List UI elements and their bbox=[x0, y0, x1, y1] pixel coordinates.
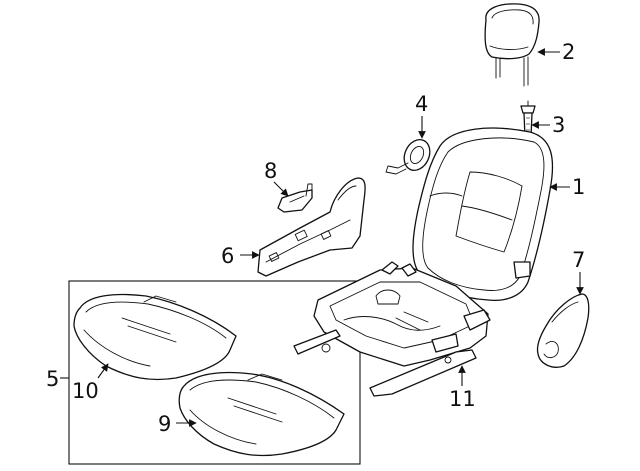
trim-bracket bbox=[277, 183, 313, 213]
leader-8 bbox=[273, 181, 289, 197]
recliner-knob bbox=[385, 138, 431, 175]
cushion-cover bbox=[178, 371, 345, 457]
callout-11: 11 bbox=[449, 387, 476, 411]
cushion-kit-box bbox=[68, 280, 361, 465]
callouts: 1 2 3 4 5 6 7 8 9 10 11 bbox=[46, 40, 585, 436]
leader-10 bbox=[97, 363, 109, 379]
callout-10: 10 bbox=[72, 379, 99, 403]
callout-1: 1 bbox=[572, 175, 585, 199]
callout-3: 3 bbox=[552, 113, 565, 137]
callout-8: 8 bbox=[264, 159, 277, 183]
leader-lines bbox=[60, 48, 584, 427]
callout-4: 4 bbox=[415, 92, 428, 116]
callout-6: 6 bbox=[221, 244, 234, 268]
headrest bbox=[484, 3, 540, 87]
cushion-pad bbox=[73, 293, 237, 381]
callout-5: 5 bbox=[46, 367, 59, 391]
seat-back bbox=[412, 127, 554, 302]
side-shield bbox=[257, 177, 366, 277]
seat-frame bbox=[293, 261, 491, 397]
callout-9: 9 bbox=[158, 412, 171, 436]
callout-2: 2 bbox=[562, 40, 575, 64]
callout-7: 7 bbox=[572, 248, 585, 272]
side-cover bbox=[536, 293, 590, 368]
